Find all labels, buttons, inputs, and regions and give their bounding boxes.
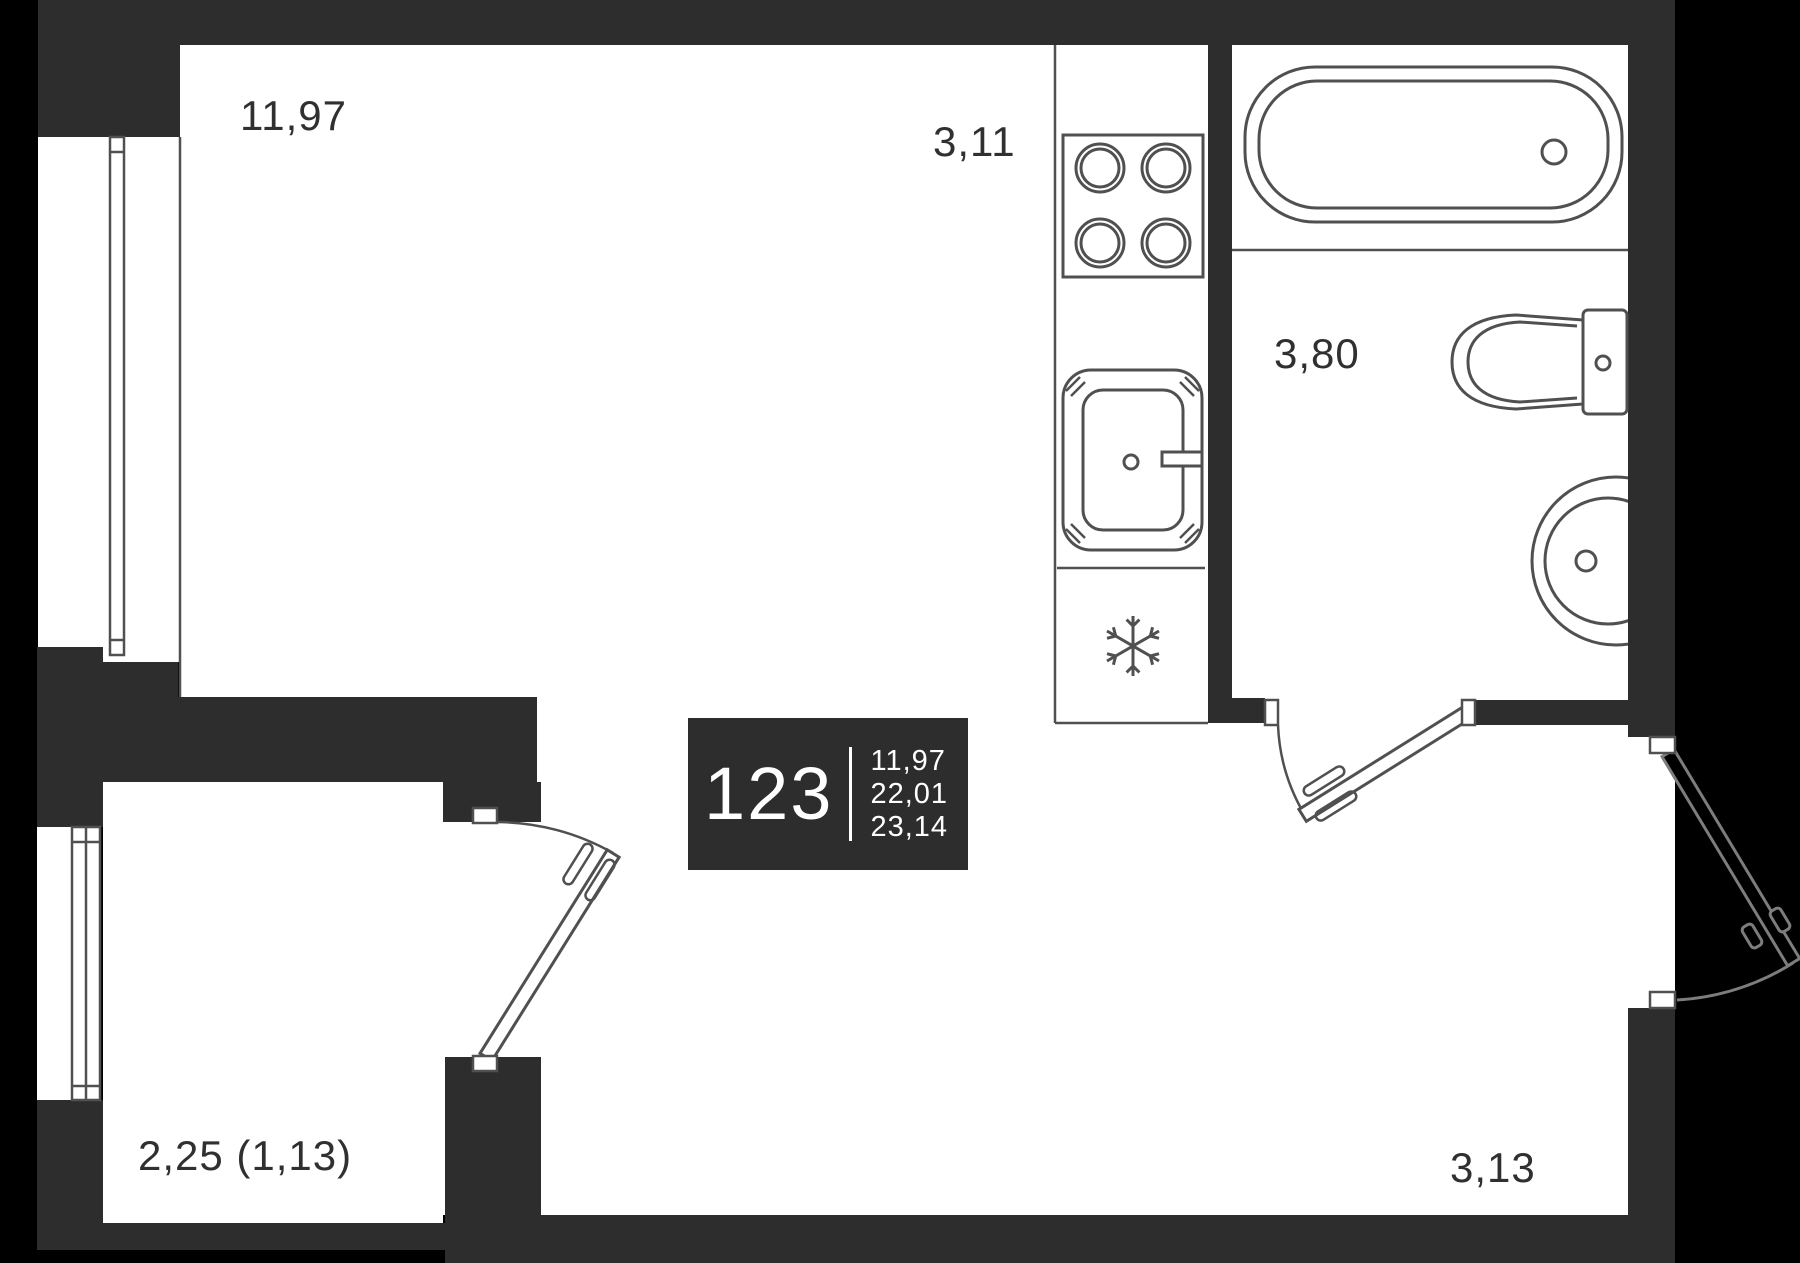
wall-kitchen-bathroom-foot bbox=[1208, 698, 1265, 723]
wall-balcony-bottom bbox=[37, 1223, 447, 1250]
info-divider bbox=[849, 747, 853, 841]
wall-top-left-block bbox=[38, 0, 180, 137]
unit-info-box: 123 11,97 22,01 23,14 bbox=[688, 718, 968, 870]
wall-balcony-left-lower bbox=[37, 1100, 103, 1223]
balcony-floor-area bbox=[103, 782, 443, 1223]
wall-balcony-left-upper bbox=[37, 647, 103, 827]
wall-living-bottom bbox=[178, 697, 537, 782]
wall-top bbox=[38, 0, 1675, 45]
wall-balcony-door-lower bbox=[445, 1057, 541, 1215]
balcony-area-label: 2,25 (1,13) bbox=[138, 1132, 353, 1179]
unit-area-total-balcony: 23,14 bbox=[870, 810, 949, 843]
unit-area-total: 22,01 bbox=[870, 777, 949, 810]
hallway-area-label: 3,13 bbox=[1450, 1144, 1536, 1191]
wall-bathroom-bottom bbox=[1475, 700, 1628, 725]
wall-right-upper bbox=[1628, 45, 1675, 737]
wall-kitchen-bathroom bbox=[1208, 45, 1232, 700]
entrance-opening-area bbox=[1628, 737, 1675, 1008]
unit-number: 123 bbox=[704, 752, 834, 835]
bathroom-area-label: 3,80 bbox=[1274, 330, 1360, 377]
unit-areas: 11,97 22,01 23,14 bbox=[870, 745, 948, 844]
window-bay-area bbox=[38, 137, 180, 662]
wall-bottom bbox=[445, 1215, 1675, 1263]
living-room-area-label: 11,97 bbox=[240, 92, 347, 139]
wall-balcony-door-upper bbox=[443, 782, 541, 822]
balcony-window-bay-area bbox=[37, 827, 72, 1100]
balcony-window bbox=[70, 825, 102, 1102]
unit-area-living: 11,97 bbox=[870, 744, 946, 777]
kitchen-area-label: 3,11 bbox=[933, 118, 1016, 165]
